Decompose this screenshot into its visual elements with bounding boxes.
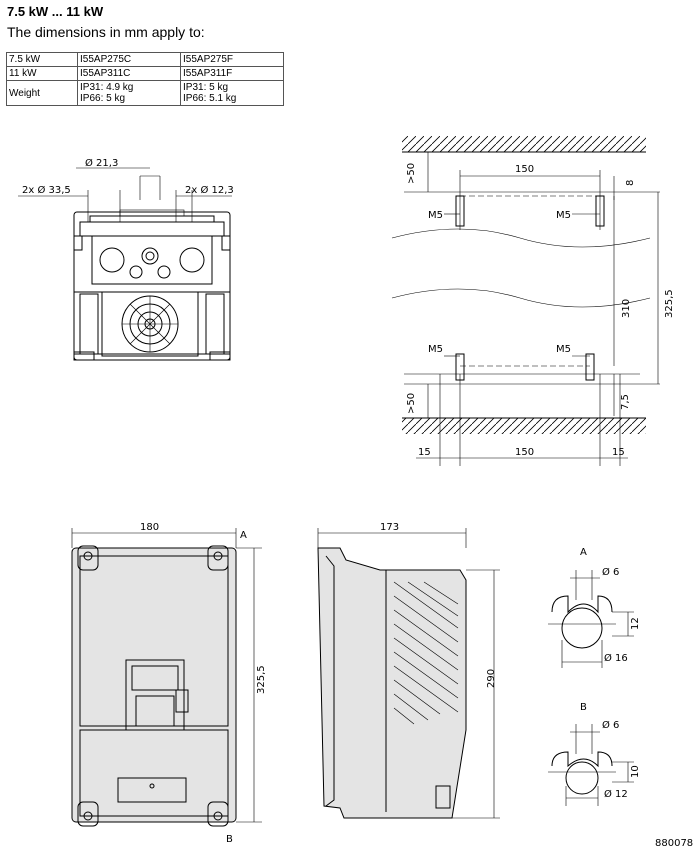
detail-b: B Ø 6 10 Ø 12 (548, 702, 641, 806)
hole-spacing-bottom-label: 150 (515, 447, 534, 458)
detail-b-height-label: 10 (630, 765, 641, 778)
page-title: 7.5 kW ... 11 kW (7, 4, 104, 19)
screw-top-right-label: M5 (556, 210, 571, 221)
detail-b-head-label: Ø 12 (604, 788, 628, 800)
gland-center-label: Ø 21,3 (85, 157, 118, 169)
weight-f-ip31: IP31: 5 kg (183, 82, 229, 93)
clearance-bottom-label: >50 (406, 393, 417, 414)
mounting-drawing: >50 150 8 M5 M5 M5 M5 (391, 136, 675, 466)
weight-c-ip66: IP66: 5 kg (80, 93, 126, 104)
width-label: 180 (140, 522, 159, 533)
weight-c-ip31: IP31: 4.9 kg (80, 82, 134, 93)
detail-a-label: A (580, 547, 587, 558)
hole-pitch-label: 310 (621, 299, 632, 318)
vent-grille (393, 581, 459, 725)
bottom-offset-label: 7,5 (620, 394, 631, 410)
screw-bottom-left-label: M5 (428, 344, 443, 355)
marker-b: B (226, 834, 233, 845)
detail-a: A Ø 6 12 Ø 16 (548, 547, 641, 668)
spec-table: 7.5 kW I55AP275C I55AP275F 11 kW I55AP31… (6, 52, 284, 106)
detail-a-height-label: 12 (630, 617, 641, 630)
hole-spacing-top-label: 150 (515, 164, 534, 175)
detail-a-head-label: Ø 16 (604, 652, 628, 664)
drawing-number: 880078 (655, 838, 693, 849)
weight-c-cell: IP31: 4.9 kg IP66: 5 kg (77, 80, 181, 106)
screw-top-left-label: M5 (428, 210, 443, 221)
gland-left-label: 2x Ø 33,5 (22, 184, 71, 196)
page-subtitle: The dimensions in mm apply to: (7, 24, 205, 40)
weight-f-cell: IP31: 5 kg IP66: 5.1 kg (180, 80, 284, 106)
weight-label: Weight (6, 80, 78, 106)
side-right-label: 15 (612, 447, 625, 458)
side-view: 173 290 (317, 522, 500, 819)
table-row: 7.5 kW I55AP275C I55AP275F (6, 52, 284, 67)
detail-b-label: B (580, 702, 587, 713)
table-row: Weight IP31: 4.9 kg IP66: 5 kg IP31: 5 k… (6, 80, 284, 106)
top-offset-label: 8 (625, 180, 636, 186)
detail-b-slot-label: Ø 6 (602, 719, 619, 731)
screw-bottom-right-label: M5 (556, 344, 571, 355)
depth-label: 173 (380, 522, 399, 533)
clearance-top-label: >50 (406, 163, 417, 184)
rear-view: 180 A 325,5 B (71, 522, 267, 845)
side-height-label: 290 (486, 669, 497, 688)
front-view: Ø 21,3 2x Ø 33,5 2x Ø 12,3 (18, 157, 234, 361)
detail-a-slot-label: Ø 6 (602, 566, 619, 578)
weight-f-ip66: IP66: 5.1 kg (183, 93, 237, 104)
rear-height-label: 325,5 (256, 665, 267, 694)
marker-a: A (240, 530, 247, 541)
total-height-label: 325,5 (664, 289, 675, 318)
gland-right-label: 2x Ø 12,3 (185, 184, 234, 196)
side-left-label: 15 (418, 447, 431, 458)
